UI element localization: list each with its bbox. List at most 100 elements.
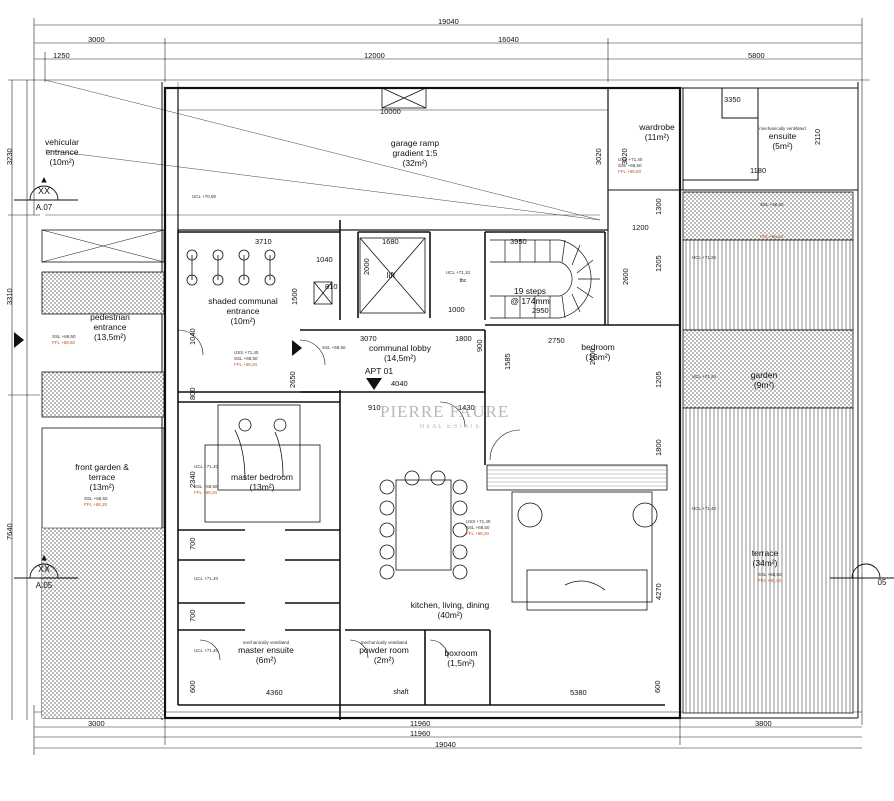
- level-ffl-terrace: FFL +68,40: [758, 578, 781, 583]
- dim-v-4270: 4270: [654, 583, 663, 600]
- section-marker-bottom-left-sheet: A.05: [35, 581, 53, 590]
- label-apt: APT 01: [364, 366, 394, 376]
- label-stairs: 19 steps@ 174mm: [510, 286, 550, 306]
- dim-v-1500: 1500: [290, 288, 299, 305]
- dining-table-icon: [379, 470, 468, 580]
- label-wardrobe: wardrobe(11m²): [639, 122, 675, 142]
- level-ssl-fg: SSL +68,50: [84, 496, 108, 501]
- level-ffl-top: FFL +68,50: [618, 169, 641, 174]
- level-ucl-mid: UCL +71,40: [194, 576, 218, 581]
- entrance-arrow-left: [14, 332, 24, 348]
- dim-top-16040: 16040: [498, 35, 519, 44]
- section-marker-bottom-left: [14, 554, 78, 579]
- ramp-vent-box: [381, 87, 427, 109]
- section-marker-top-left-id: XX: [37, 186, 50, 196]
- level-ssl-top: SSL +68,50: [618, 163, 642, 168]
- label-kitchen-living: kitchen, living, dining(40m²): [410, 600, 490, 620]
- dim-v-600a: 600: [188, 680, 197, 693]
- level-ucl-ensuite: UCL +71,40: [194, 648, 218, 653]
- top-dimension-lines: [8, 18, 870, 725]
- level-ucl-71-10: UCL +71,10: [446, 270, 470, 275]
- dim-bot-11960b: 11960: [410, 729, 431, 738]
- level-ssl-ped: SSL +68,50: [52, 334, 76, 339]
- level-ffl-shaded: FFL +68,20: [234, 362, 257, 367]
- dim-1180: 1180: [750, 166, 767, 175]
- label-tbc: tbc: [459, 278, 467, 284]
- dim-lobby-3070: 3070: [360, 334, 377, 343]
- bicycle-icons: [186, 249, 276, 286]
- dim-v-2000: 2000: [362, 258, 371, 275]
- dim-top-5800: 5800: [748, 51, 765, 60]
- level-ssl-right: SSL +68,50: [760, 202, 784, 207]
- dotted-left-3: [42, 528, 164, 718]
- level-ssl-shaded: SSL +68,50: [234, 356, 258, 361]
- level-ucl-mb: UCL +71,40: [194, 464, 218, 469]
- label-front-garden: front garden &terrace(13m²): [75, 462, 129, 492]
- dim-1040: 1040: [316, 255, 333, 264]
- dim-v-1205b: 1205: [654, 371, 663, 388]
- level-ssl-mb: SSL +68,50: [194, 484, 218, 489]
- dim-v-700a: 700: [188, 537, 197, 550]
- dim-bot-3000: 3000: [88, 719, 105, 728]
- terrace-lines: [682, 407, 854, 714]
- sofa-icon: [511, 491, 658, 611]
- dim-v-900: 900: [475, 339, 484, 352]
- level-uss-top: USS +71,40: [618, 157, 643, 162]
- dim-v-700b: 700: [188, 609, 197, 622]
- lined-right-mid: [682, 239, 854, 331]
- dim-left-3230: 3230: [5, 148, 14, 165]
- label-master-bedroom: master bedroom(13m²): [231, 472, 293, 492]
- level-ffl-right: FFL +68,50: [760, 234, 783, 239]
- level-ssl-lobby: SSL +68,50: [322, 345, 346, 350]
- dotted-left-2: [41, 371, 165, 418]
- dim-v-1585: 1585: [503, 353, 512, 370]
- dim-v-1205a: 1205: [654, 255, 663, 272]
- dotted-left-1: [41, 271, 165, 315]
- dim-v-1040: 1040: [188, 328, 197, 345]
- vehicular-sightlines: [44, 79, 601, 230]
- dim-left-7640: 7640: [5, 523, 14, 540]
- dim-1430: 1430: [458, 403, 475, 412]
- kitchen-counter: [486, 464, 668, 491]
- level-uss-shaded: USS +71,40: [234, 350, 259, 355]
- dim-1000: 1000: [448, 305, 465, 314]
- dim-2950: 2950: [532, 306, 549, 315]
- dim-3350: 3350: [724, 95, 741, 104]
- bed-icon: [204, 404, 321, 523]
- level-ssl-terrace: SSL +68,50: [758, 572, 782, 577]
- level-ucl-garden: UCL +71,40: [692, 374, 716, 379]
- dim-bot-4360: 4360: [266, 688, 283, 697]
- level-ucl-terrace: UCL +71,40: [692, 506, 716, 511]
- label-communal-lobby: communal lobby(14,5m²): [369, 343, 431, 363]
- top-right-rooms: [607, 87, 759, 325]
- dim-1200: 1200: [632, 223, 649, 232]
- spiral-stair: [490, 239, 600, 319]
- dim-top-12000: 12000: [364, 51, 385, 60]
- dim-top-3000: 3000: [88, 35, 105, 44]
- dotted-right-top: [682, 191, 854, 241]
- level-uss-kitchen: USS +71,40: [466, 519, 491, 524]
- dim-v-2600: 2600: [621, 268, 630, 285]
- dim-ramp-10000: 10000: [380, 107, 401, 116]
- label-bedroom: bedroom(16m²): [581, 342, 615, 362]
- dim-810: 810: [325, 282, 338, 291]
- dim-bot-19040: 19040: [435, 740, 456, 749]
- level-ucl-70-90: UCL +70,90: [192, 194, 216, 199]
- dim-1800: 1800: [455, 334, 472, 343]
- dim-2750: 2750: [548, 336, 565, 345]
- dim-shaded-3710: 3710: [255, 237, 272, 246]
- lift-shaft: [313, 237, 426, 314]
- dim-v-1300: 1300: [654, 198, 663, 215]
- dim-910: 910: [368, 403, 381, 412]
- dim-top-total: 19040: [438, 17, 459, 26]
- door-swings: [177, 329, 521, 661]
- dim-left-3310: 3310: [5, 288, 14, 305]
- dotted-right-mid: [682, 329, 854, 409]
- label-shaft: shaft: [393, 689, 409, 696]
- dim-v-2650: 2650: [288, 371, 297, 388]
